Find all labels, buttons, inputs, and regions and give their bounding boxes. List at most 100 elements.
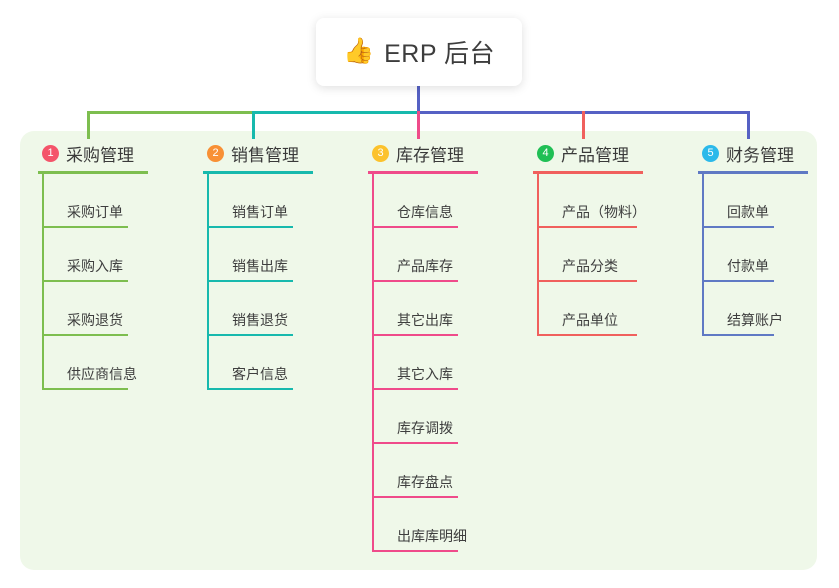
list-item-rule	[372, 334, 458, 336]
list-item[interactable]: 销售订单	[203, 174, 353, 228]
list-item[interactable]: 供应商信息	[38, 336, 188, 390]
list-item-label: 结算账户	[727, 312, 783, 328]
column-number-badge: 4	[537, 144, 554, 162]
list-item[interactable]: 回款单	[698, 174, 839, 228]
column-header-purchasing[interactable]: 1 采购管理	[38, 140, 188, 166]
connector-segment-1	[252, 111, 417, 114]
list-item-rule	[702, 280, 774, 282]
column-spine	[42, 174, 44, 390]
list-item-rule	[42, 388, 128, 390]
list-item[interactable]: 其它出库	[368, 282, 518, 336]
column-spine	[207, 174, 209, 390]
drop-product	[582, 111, 585, 139]
list-item[interactable]: 采购订单	[38, 174, 188, 228]
column-title: 产品管理	[561, 145, 629, 165]
column-number-badge: 5	[702, 144, 719, 162]
list-item-rule	[537, 334, 637, 336]
column-rule	[368, 171, 478, 174]
column-title: 采购管理	[66, 145, 134, 165]
list-item-label: 产品单位	[562, 312, 618, 328]
list-item[interactable]: 采购退货	[38, 282, 188, 336]
list-item[interactable]: 产品分类	[533, 228, 683, 282]
drop-inventory	[417, 111, 420, 139]
list-item-label: 销售订单	[232, 204, 288, 220]
list-item-label: 库存盘点	[397, 474, 453, 490]
list-item-rule	[372, 442, 458, 444]
list-item-label: 销售退货	[232, 312, 288, 328]
list-item-rule	[537, 280, 637, 282]
column-items-product: 产品（物料） 产品分类产品单位	[533, 174, 683, 336]
list-item-rule	[372, 280, 458, 282]
column-rule	[698, 171, 808, 174]
list-item-rule	[372, 388, 458, 390]
column-spine	[702, 174, 704, 336]
list-item[interactable]: 产品（物料）	[533, 174, 683, 228]
list-item-rule	[207, 334, 293, 336]
column-finance: 5 财务管理回款单付款单结算账户	[698, 140, 839, 336]
list-item[interactable]: 销售退货	[203, 282, 353, 336]
drop-purchasing	[87, 111, 90, 139]
list-item-rule	[372, 550, 458, 552]
connector-segment-0	[87, 111, 252, 114]
column-purchasing: 1 采购管理采购订单采购入库采购退货供应商信息	[38, 140, 188, 390]
list-item[interactable]: 库存调拨	[368, 390, 518, 444]
list-item-rule	[207, 280, 293, 282]
root-title-card[interactable]: 👍 ERP 后台	[316, 18, 522, 86]
list-item-label: 仓库信息	[397, 204, 453, 220]
column-items-inventory: 仓库信息产品库存其它出库其它入库库存调拨库存盘点出库库明细	[368, 174, 518, 552]
list-item[interactable]: 仓库信息	[368, 174, 518, 228]
column-title: 销售管理	[231, 145, 299, 165]
column-header-finance[interactable]: 5 财务管理	[698, 140, 839, 166]
column-title: 财务管理	[726, 145, 794, 165]
column-sales: 2 销售管理销售订单销售出库销售退货客户信息	[203, 140, 353, 390]
list-item-rule	[42, 226, 128, 228]
thumbs-up-icon: 👍	[342, 36, 375, 65]
list-item[interactable]: 产品单位	[533, 282, 683, 336]
list-item-rule	[207, 226, 293, 228]
list-item-label: 产品（物料）	[562, 204, 646, 220]
column-header-product[interactable]: 4 产品管理	[533, 140, 683, 166]
list-item-rule	[372, 226, 458, 228]
list-item-label: 供应商信息	[67, 366, 137, 382]
list-item-label: 产品库存	[397, 258, 453, 274]
page-title: ERP 后台	[384, 40, 496, 68]
list-item-label: 采购订单	[67, 204, 123, 220]
list-item[interactable]: 销售出库	[203, 228, 353, 282]
list-item-rule	[702, 226, 774, 228]
column-title: 库存管理	[396, 145, 464, 165]
list-item-label: 其它入库	[397, 366, 453, 382]
list-item[interactable]: 其它入库	[368, 336, 518, 390]
list-item-label: 销售出库	[232, 258, 288, 274]
list-item[interactable]: 出库库明细	[368, 498, 518, 552]
column-header-sales[interactable]: 2 销售管理	[203, 140, 353, 166]
list-item-label: 客户信息	[232, 366, 288, 382]
list-item-label: 产品分类	[562, 258, 618, 274]
list-item-rule	[537, 226, 637, 228]
list-item-rule	[372, 496, 458, 498]
list-item-rule	[702, 334, 774, 336]
list-item[interactable]: 结算账户	[698, 282, 839, 336]
column-number-badge: 2	[207, 144, 224, 162]
list-item[interactable]: 采购入库	[38, 228, 188, 282]
list-item-label: 库存调拨	[397, 420, 453, 436]
list-item[interactable]: 付款单	[698, 228, 839, 282]
list-item-label: 采购入库	[67, 258, 123, 274]
list-item-label: 采购退货	[67, 312, 123, 328]
drop-sales	[252, 111, 255, 139]
column-items-finance: 回款单付款单结算账户	[698, 174, 839, 336]
list-item-rule	[207, 388, 293, 390]
list-item[interactable]: 产品库存	[368, 228, 518, 282]
list-item-label: 回款单	[727, 204, 769, 220]
list-item-rule	[42, 334, 128, 336]
column-rule	[203, 171, 313, 174]
column-items-purchasing: 采购订单采购入库采购退货供应商信息	[38, 174, 188, 390]
column-number-badge: 1	[42, 144, 59, 162]
column-rule	[38, 171, 148, 174]
list-item[interactable]: 库存盘点	[368, 444, 518, 498]
list-item-label: 出库库明细	[397, 528, 467, 544]
list-item[interactable]: 客户信息	[203, 336, 353, 390]
root-connector-stem	[417, 86, 420, 112]
column-product: 4 产品管理产品（物料） 产品分类产品单位	[533, 140, 683, 336]
